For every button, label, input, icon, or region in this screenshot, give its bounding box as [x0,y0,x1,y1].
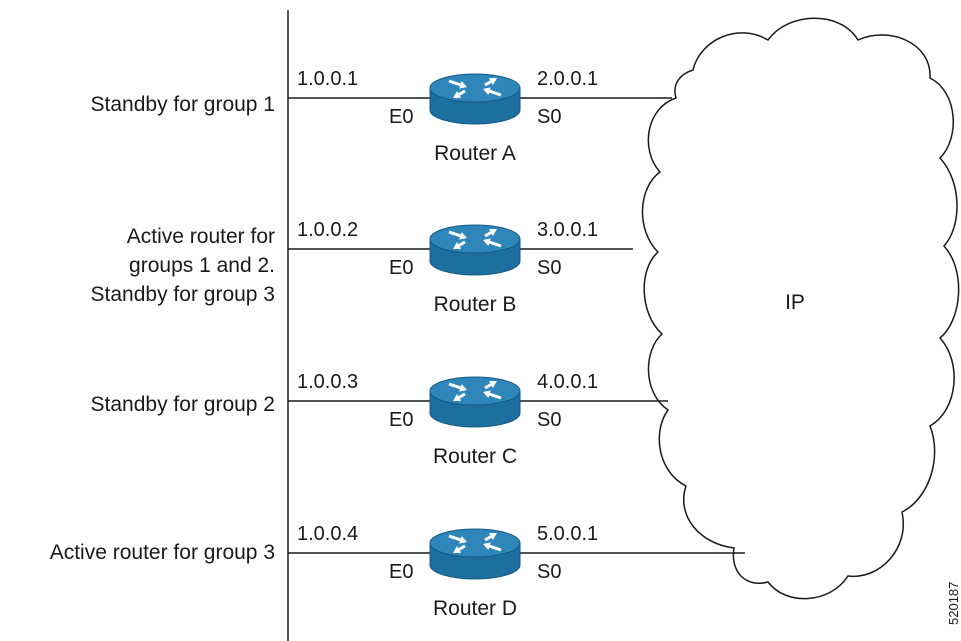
router-role-text: Standby for group 2 [91,393,275,416]
router-name: Router A [434,142,516,165]
router-arrows-icon [448,381,502,401]
router-name: Router B [434,293,517,316]
router-role-text: groups 1 and 2. [129,254,275,277]
wan-interface-label: S0 [537,561,561,583]
ip-cloud-label: IP [785,291,805,314]
router-name: Router C [433,445,517,468]
router-icon [429,73,521,125]
ip-cloud: IP [641,17,960,600]
wan-interface-label: S0 [537,257,561,279]
figure-id: 520187 [946,582,961,625]
lan-ip-address: 1.0.0.4 [297,523,358,545]
router-row: Active router for groups 1 and 2. Standby … [91,219,633,316]
router-icon [429,376,521,428]
wan-ip-address: 2.0.0.1 [537,68,598,90]
router-role-text: Standby for group 1 [91,93,275,116]
router-role-text: Standby for group 3 [91,283,275,306]
lan-interface-label: E0 [389,409,413,431]
router-row: Standby for group 1 1.0.0.1 2.0.0.1E0 S0Rou… [91,68,672,165]
wan-interface-label: S0 [537,106,561,128]
router-row: Standby for group 2 1.0.0.3 4.0.0.1E0 S0Rou… [91,371,668,468]
router-role-text: Active router for [127,225,275,248]
wan-interface-label: S0 [537,409,561,431]
router-icon [429,224,521,276]
lan-interface-label: E0 [389,106,413,128]
wan-ip-address: 3.0.0.1 [537,219,598,241]
router-arrows-icon [448,78,502,98]
lan-ip-address: 1.0.0.2 [297,219,358,241]
router-arrows-icon [448,229,502,249]
lan-ip-address: 1.0.0.3 [297,371,358,393]
wan-ip-address: 4.0.0.1 [537,371,598,393]
lan-interface-label: E0 [389,257,413,279]
router-row: Active router for group 3 1.0.0.4 5.0.0.1E… [50,523,745,620]
router-arrows-icon [448,533,502,553]
lan-interface-label: E0 [389,561,413,583]
router-icon [429,528,521,580]
wan-ip-address: 5.0.0.1 [537,523,598,545]
router-role-text: Active router for group 3 [50,541,275,564]
ip-cloud-shape [641,17,960,600]
lan-ip-address: 1.0.0.1 [297,68,358,90]
router-name: Router D [433,597,517,620]
